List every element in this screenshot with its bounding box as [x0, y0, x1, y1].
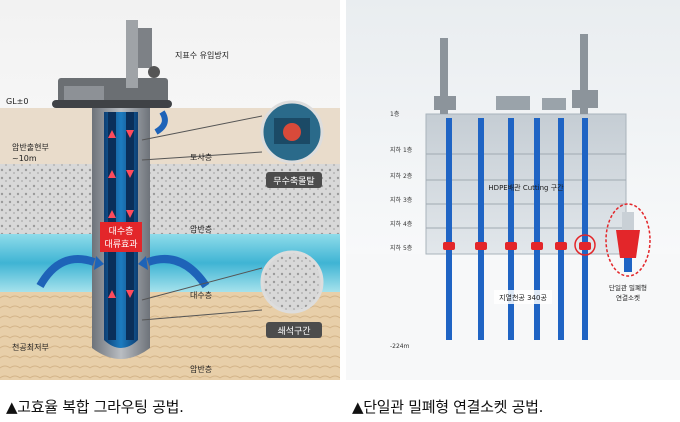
holes-label: 지열천공 340공	[499, 293, 547, 302]
floor-b2: 지하 2층	[390, 172, 413, 180]
grouting-diagram: 대수층 대류효과 무수축몰탈 쇄석구간 GL±0 암반출현부 ~10m 지표수 …	[0, 0, 340, 380]
bedrock-depth-label: 암반출현부	[12, 142, 49, 152]
inset1-label: 무수축몰탈	[273, 176, 314, 187]
effect-line1: 대수층	[109, 226, 134, 237]
rock-label-1: 암반층	[190, 224, 212, 234]
surface-water-arrow	[154, 110, 168, 135]
rock-label-2: 암반층	[190, 364, 212, 374]
cutting-label: HDPE배관 Cutting 구간	[488, 183, 564, 192]
floor-b5: 지하 5층	[390, 244, 413, 252]
aquifer-label: 대수층	[190, 291, 212, 300]
floor-b3: 지하 3층	[390, 196, 413, 204]
floor-b1: 지하 1층	[390, 146, 413, 154]
trucks	[496, 96, 566, 110]
caption-right: ▲단일관 밀폐형 연결소켓 공법.	[352, 398, 544, 416]
inset-mortar	[260, 100, 324, 164]
crane-left	[434, 38, 456, 114]
floor-lines	[426, 153, 626, 229]
convection-arrow-right	[146, 255, 210, 289]
underground-structure	[425, 113, 627, 255]
effect-box	[100, 222, 142, 252]
inset2-label: 쇄석구간	[277, 326, 310, 337]
drilling-rig	[52, 20, 172, 108]
socket-label-2: 연결소켓	[616, 293, 640, 302]
grouting-illustration: 대수층 대류효과 무수축몰탈 쇄석구간 GL±0 암반출현부 ~10m 지표수 …	[0, 0, 340, 380]
socket-highlight	[574, 234, 596, 256]
sockets	[443, 242, 591, 250]
effect-line2: 대류효과	[104, 239, 137, 250]
socket-detail-ring	[605, 203, 651, 277]
inset-gravel	[260, 250, 324, 314]
socket-diagram: 1층 지하 1층 지하 2층 지하 3층 지하 4층 지하 5층 HDPE배관 …	[346, 0, 680, 380]
floor-1f: 1층	[390, 110, 400, 118]
convection-arrow-left	[36, 255, 96, 289]
soil-label: 토사층	[190, 153, 212, 162]
pipes	[446, 118, 588, 340]
depth-label: -224m	[390, 343, 410, 350]
socket-illustration: 1층 지하 1층 지하 2층 지하 3층 지하 4층 지하 5층 HDPE배관 …	[346, 0, 680, 380]
socket-detail	[616, 230, 640, 258]
caption-left: ▲고효율 복합 그라우팅 공법.	[6, 398, 184, 416]
gl-label: GL±0	[6, 97, 28, 106]
socket-label-1: 단일관 밀폐형	[609, 283, 647, 292]
surface-water-label: 지표수 유입방지	[175, 50, 229, 60]
crane-right	[572, 34, 598, 114]
bedrock-depth-value: ~10m	[12, 154, 37, 163]
floor-b4: 지하 4층	[390, 220, 413, 228]
flow-arrows	[108, 130, 134, 298]
deepest-label: 천공최저부	[12, 342, 49, 352]
